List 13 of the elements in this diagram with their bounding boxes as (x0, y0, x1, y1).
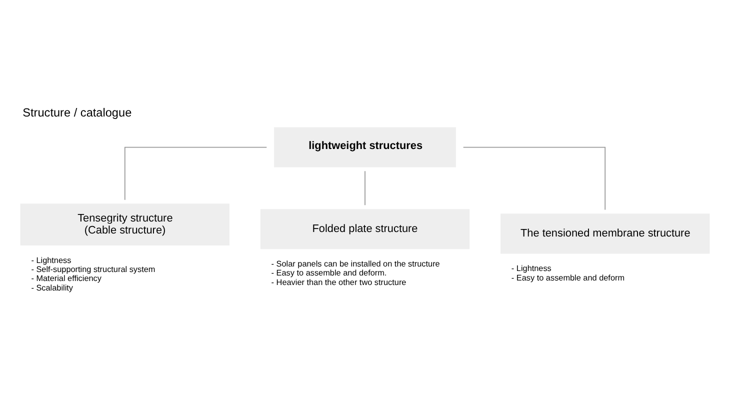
node-label: - Easy to assemble and deform. (271, 268, 387, 278)
node-label: - Lightness (31, 256, 72, 265)
connector (124, 146, 268, 200)
node-label: - Easy to assemble and deform (511, 273, 625, 282)
node-label: - Solar panels can be installed on the structure (271, 260, 440, 269)
node-label: - Scalability (31, 283, 73, 292)
node-label: - Lightness (511, 264, 552, 274)
diagram-title: Structure / catalogue (22, 106, 132, 120)
connector (364, 170, 366, 206)
node-label: - Heavier than the other two structure (271, 278, 406, 287)
node-label: - Material efficiency (31, 274, 102, 284)
node-label: - Self-supporting structural system (31, 265, 156, 274)
connector (462, 146, 606, 210)
